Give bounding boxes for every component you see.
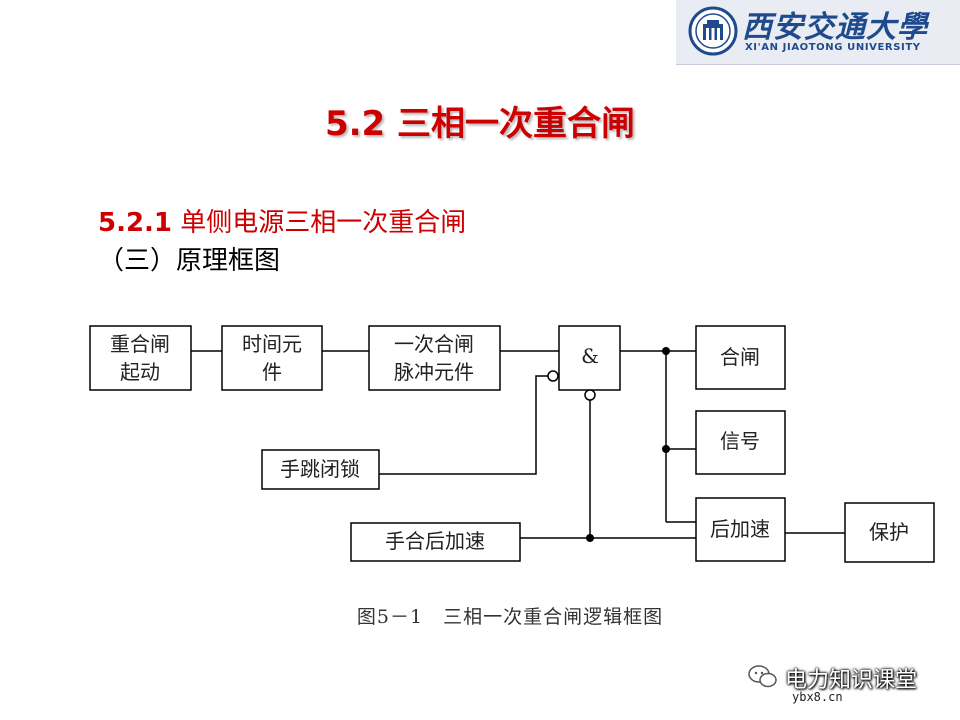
figure-caption: 图5－1 三相一次重合闸逻辑框图: [356, 606, 664, 628]
block-and-gate: [558, 325, 621, 391]
block-reclose-start: [89, 325, 192, 391]
and-gate-inhibit-bottom-icon: [584, 389, 596, 401]
block-time-element-line1: 时间元: [242, 332, 302, 356]
block-time-element-line2: 件: [262, 360, 282, 384]
block-pulse-element-line1: 一次合闸: [394, 332, 474, 356]
block-pulse-element-line2: 脉冲元件: [394, 360, 474, 384]
slide-title: 5.2 三相一次重合闸: [324, 104, 636, 144]
block-protection-label: 保护: [869, 520, 909, 544]
block-signal-label: 信号: [720, 429, 760, 453]
block-close: [695, 325, 786, 390]
watermark-text: 电力知识课堂: [785, 668, 918, 693]
subtitle-number: 5.2.1: [98, 208, 173, 238]
and-gate-symbol: &: [581, 344, 599, 368]
block-close-label: 合闸: [720, 345, 760, 369]
junction-dot-close: [662, 347, 670, 355]
block-manual-trip-lock: [261, 449, 380, 490]
connector-manual-trip-lock-to-and: [379, 375, 549, 475]
junction-dot-signal: [662, 445, 670, 453]
university-name-en: XI'AN JIAOTONG UNIVERSITY: [745, 42, 921, 53]
block-time-element: [221, 325, 323, 391]
block-post-acceleration-label: 后加速: [710, 517, 770, 541]
university-name-cn: 西安交通大學: [742, 10, 928, 45]
block-reclose-start-line1: 重合闸: [110, 332, 170, 356]
junction-dot-manual-close: [586, 534, 594, 542]
block-reclose-start-line2: 起动: [120, 360, 160, 384]
subtitle-text: 单侧电源三相一次重合闸: [180, 208, 467, 238]
wechat-icon: [748, 665, 777, 688]
watermark-site: ybx8.cn: [792, 690, 843, 704]
block-pulse-element: [368, 325, 501, 391]
block-signal: [695, 410, 786, 475]
section-subtitle: 5.2.1 单侧电源三相一次重合闸: [98, 202, 467, 238]
block-manual-trip-lock-label: 手跳闭锁: [280, 457, 360, 481]
block-manual-close-acceleration: [350, 522, 521, 562]
university-seal-icon: [688, 6, 738, 56]
and-gate-inhibit-left-icon: [547, 370, 559, 382]
block-manual-close-acceleration-label: 手合后加速: [385, 529, 485, 553]
block-protection: [844, 502, 935, 563]
section-label: （三）原理框图: [98, 246, 281, 276]
block-post-acceleration: [695, 497, 786, 562]
